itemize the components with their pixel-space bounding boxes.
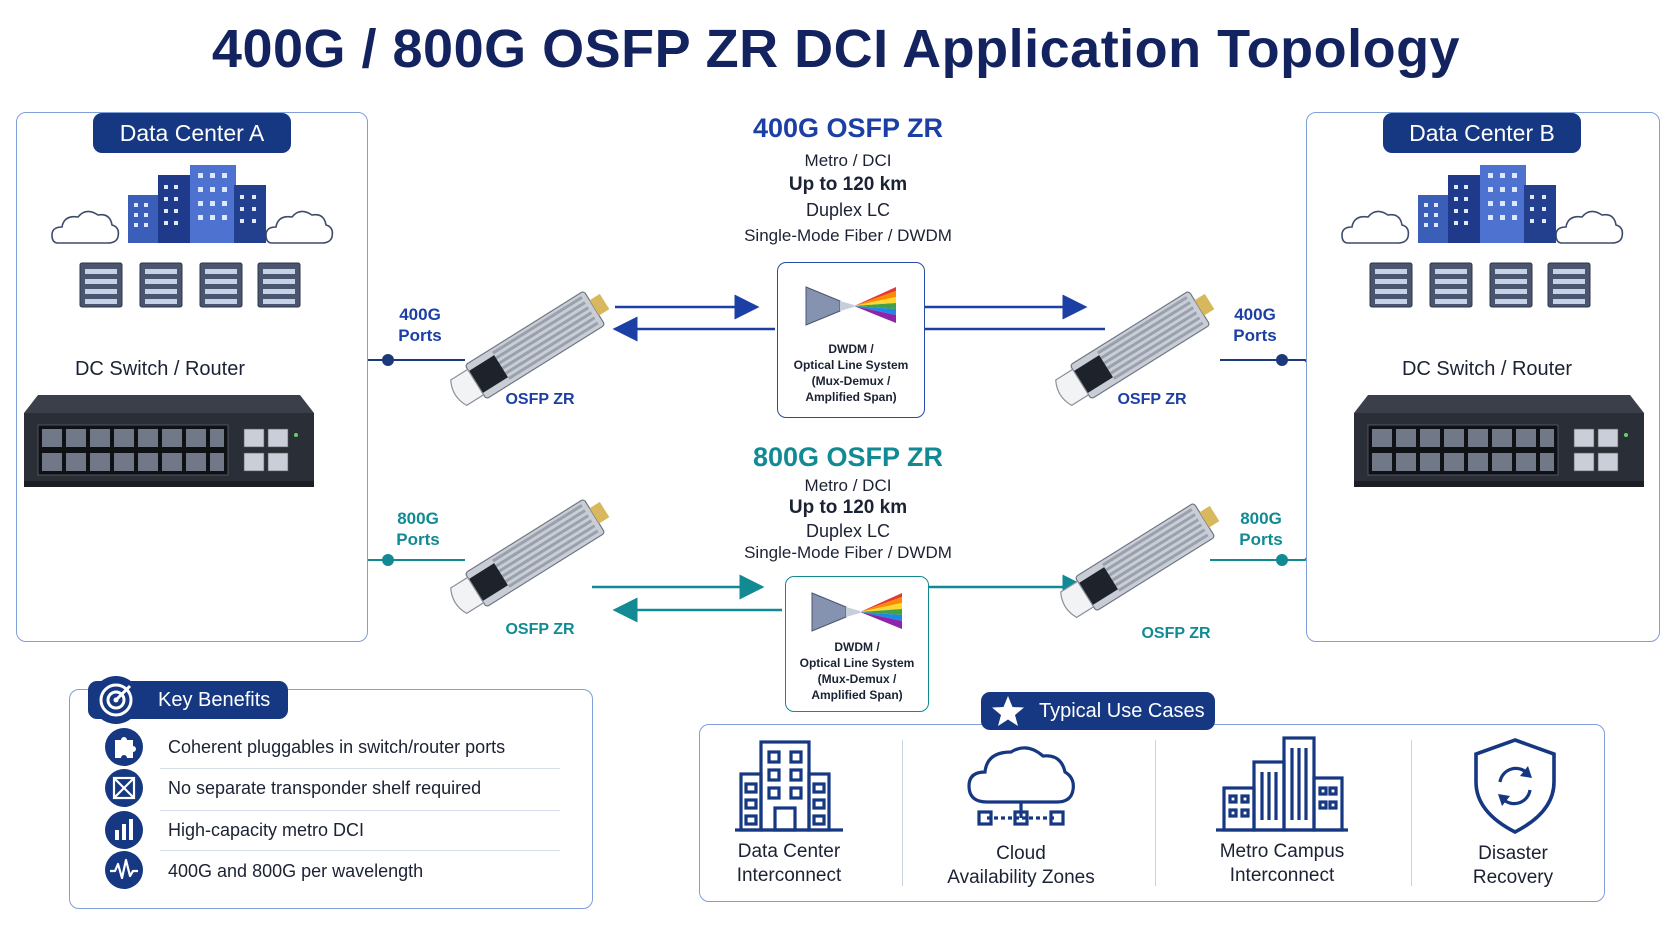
key-benefits-label: Key Benefits [158, 689, 271, 711]
divider [902, 740, 903, 886]
star-icon [992, 696, 1024, 726]
use-case-4-label: Disaster Recovery [1472, 843, 1554, 888]
link-800g-line-3: Duplex LC [805, 521, 891, 541]
olt-400g-line-3: (Mux-Demux / [811, 374, 891, 388]
data-center-a-illustration [51, 165, 334, 308]
page-title: 400G / 800G OSFP ZR DCI Application Topo… [211, 19, 1461, 79]
link-800g-line-1: Metro / DCI [804, 476, 892, 495]
dc-b-switch-label: DC Switch / Router [1401, 358, 1573, 380]
building-icon [735, 740, 843, 832]
benefit-item-2: No separate transponder shelf required [168, 778, 482, 798]
dc-a-switch-label: DC Switch / Router [74, 358, 246, 380]
benefit-item-1: Coherent pluggables in switch/router por… [168, 737, 506, 757]
building-icon [128, 165, 266, 243]
dc-a-800g-port-dot [382, 554, 394, 566]
osfp-zr-module-b-400g [1055, 291, 1215, 407]
dc-b-400g-port-dot [1276, 354, 1288, 366]
divider [1411, 740, 1412, 886]
olt-800g-line-1: DWDM / [834, 640, 880, 654]
prism-spectrum-icon [811, 592, 902, 632]
osfp-zr-b-800g-label: OSFP ZR [1141, 625, 1211, 642]
dc-a-400g-port-dot [382, 354, 394, 366]
dc-a-400g-ports-label: 400G Ports [398, 305, 442, 345]
shield-sync-icon [1474, 738, 1556, 835]
olt-400g-line-2: Optical Line System [793, 358, 909, 372]
city-icon [1216, 736, 1348, 832]
benefit-item-3: High-capacity metro DCI [168, 820, 365, 840]
data-center-b-illustration [1341, 165, 1624, 308]
building-icon [1418, 165, 1556, 243]
data-center-b-label: Data Center B [1383, 113, 1581, 153]
cloud-icon [1555, 210, 1624, 244]
cloud-icon [51, 210, 120, 244]
cloud-icon [1341, 210, 1410, 244]
divider [160, 810, 560, 811]
osfp-zr-a-800g-label: OSFP ZR [505, 621, 575, 638]
bar-chart-icon [105, 811, 143, 849]
link-400g-line-3: Duplex LC [805, 200, 891, 220]
use-cases-panel [699, 724, 1605, 902]
dc-a-switch-router [24, 395, 314, 487]
link-400g-olt-box: DWDM / Optical Line System (Mux-Demux / … [777, 262, 925, 418]
osfp-zr-module-a-400g [450, 291, 610, 407]
olt-400g-line-4: Amplified Span) [805, 390, 897, 404]
use-cases-label: Typical Use Cases [1039, 700, 1205, 722]
waveform-icon [105, 851, 143, 889]
olt-800g-line-2: Optical Line System [799, 656, 915, 670]
divider [1155, 740, 1156, 886]
use-case-3-label: Metro Campus Interconnect [1219, 841, 1345, 886]
osfp-zr-module-a-800g [450, 499, 610, 615]
data-center-a-label: Data Center A [93, 113, 291, 153]
link-800g-line-4: Single-Mode Fiber / DWDM [744, 543, 952, 562]
target-icon [92, 676, 140, 724]
link-800g-olt-box: DWDM / Optical Line System (Mux-Demux / … [785, 576, 929, 712]
cloud-icon [265, 210, 334, 244]
dc-b-800g-port-dot [1276, 554, 1288, 566]
dc-b-400g-ports-label: 400G Ports [1233, 305, 1277, 345]
olt-400g-line-1: DWDM / [828, 342, 874, 356]
key-benefits-panel [69, 689, 593, 909]
dc-b-800g-ports-label: 800G Ports [1239, 509, 1283, 549]
dc-a-800g-ports-label: 800G Ports [396, 509, 440, 549]
use-case-2-label: Cloud Availability Zones [947, 843, 1095, 888]
dc-b-switch-router [1354, 395, 1644, 487]
cloud-network-icon [967, 746, 1075, 826]
link-800g-line-2: Up to 120 km [788, 497, 908, 518]
olt-800g-line-3: (Mux-Demux / [817, 672, 897, 686]
use-cases-header: Typical Use Cases [981, 692, 1215, 730]
osfp-zr-b-400g-label: OSFP ZR [1117, 391, 1187, 408]
link-800g-title: 800G OSFP ZR [752, 442, 944, 472]
puzzle-icon [105, 728, 143, 766]
benefit-item-4: 400G and 800G per wavelength [168, 861, 424, 881]
osfp-zr-module-b-800g [1060, 503, 1220, 619]
divider [160, 850, 560, 851]
divider [160, 768, 560, 769]
osfp-zr-a-400g-label: OSFP ZR [505, 391, 575, 408]
no-shelf-icon [105, 769, 143, 807]
olt-800g-line-4: Amplified Span) [811, 688, 903, 702]
use-case-1-label: Data Center Interconnect [736, 841, 842, 886]
link-400g-line-2: Up to 120 km [788, 174, 908, 195]
link-400g-line-1: Metro / DCI [804, 151, 892, 170]
link-400g-title: 400G OSFP ZR [752, 113, 944, 143]
link-400g-line-4: Single-Mode Fiber / DWDM [744, 226, 952, 245]
prism-spectrum-icon [805, 286, 896, 326]
